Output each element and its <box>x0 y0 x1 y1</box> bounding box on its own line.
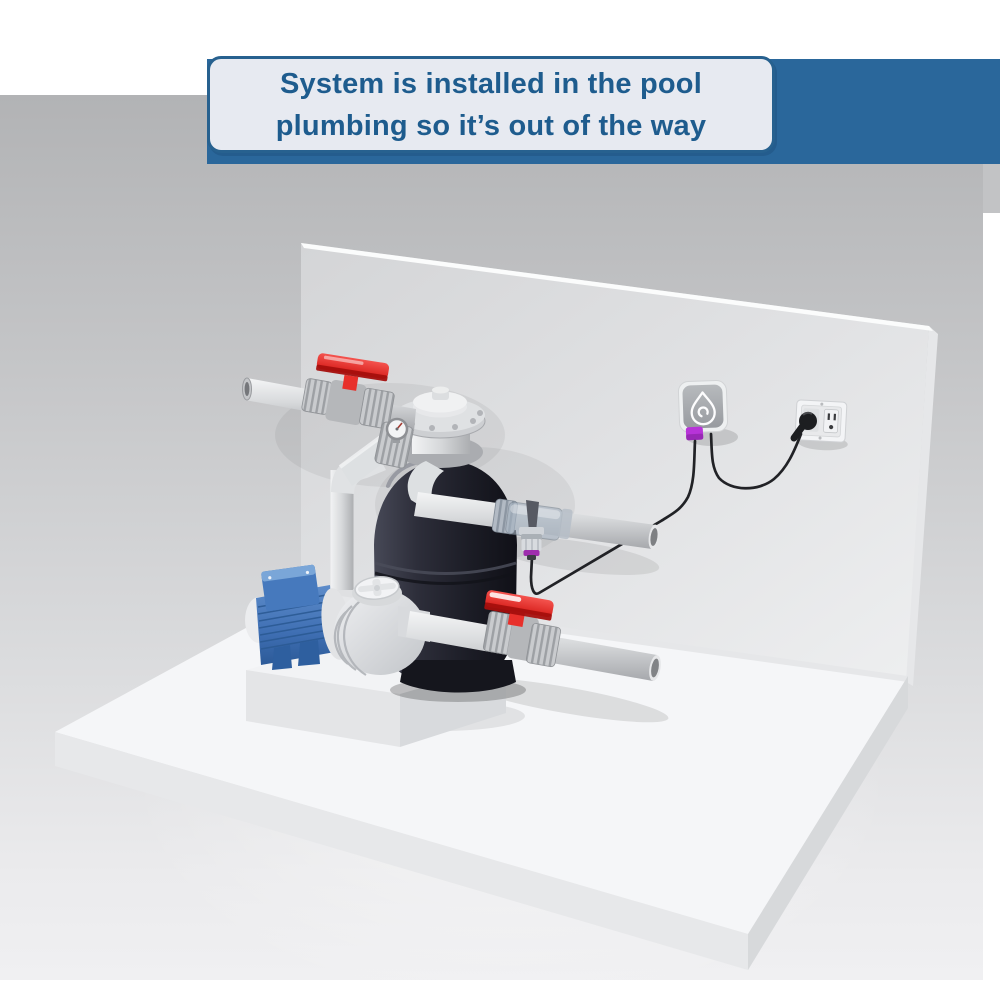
caption-line-2: plumbing so it’s out of the way <box>275 109 707 142</box>
droplet-logo-icon <box>690 391 716 426</box>
signal-wire <box>529 439 697 596</box>
pump-inlet-pipe <box>330 421 414 590</box>
outlet-socket-right <box>823 408 839 434</box>
pool-pump <box>245 564 430 676</box>
valve-handle-upper <box>316 353 390 391</box>
multiport-valve <box>394 386 486 468</box>
tank-seam <box>374 561 517 575</box>
pump-strainer-lid <box>354 576 400 600</box>
wall-top-bevel <box>301 243 933 331</box>
wall-side-face <box>906 326 938 686</box>
pump-foot <box>298 640 320 666</box>
power-cable <box>709 432 803 490</box>
ball-valve-upper <box>301 353 395 430</box>
power-connector <box>685 426 704 441</box>
valve-handle-lower <box>484 590 554 628</box>
tank-base <box>400 660 516 693</box>
pump-junction-box <box>261 564 320 612</box>
platform-front-right-face <box>748 676 908 970</box>
flow-sensor-tee <box>491 498 573 560</box>
pump-motor <box>245 564 336 670</box>
sensor-fitting <box>519 527 544 560</box>
power-plug <box>790 411 817 442</box>
pump-foot <box>272 645 292 670</box>
studio-backdrop-edge <box>983 164 1000 213</box>
platform-front-left-face <box>55 732 748 970</box>
wiring <box>529 432 803 596</box>
caption-card: System is installed in the pool plumbing… <box>207 56 775 153</box>
sensor-probe <box>526 500 539 532</box>
pressure-gauge <box>385 417 409 443</box>
caption-line-1: System is installed in the pool <box>280 67 702 100</box>
ball-valve-lower <box>482 590 562 668</box>
